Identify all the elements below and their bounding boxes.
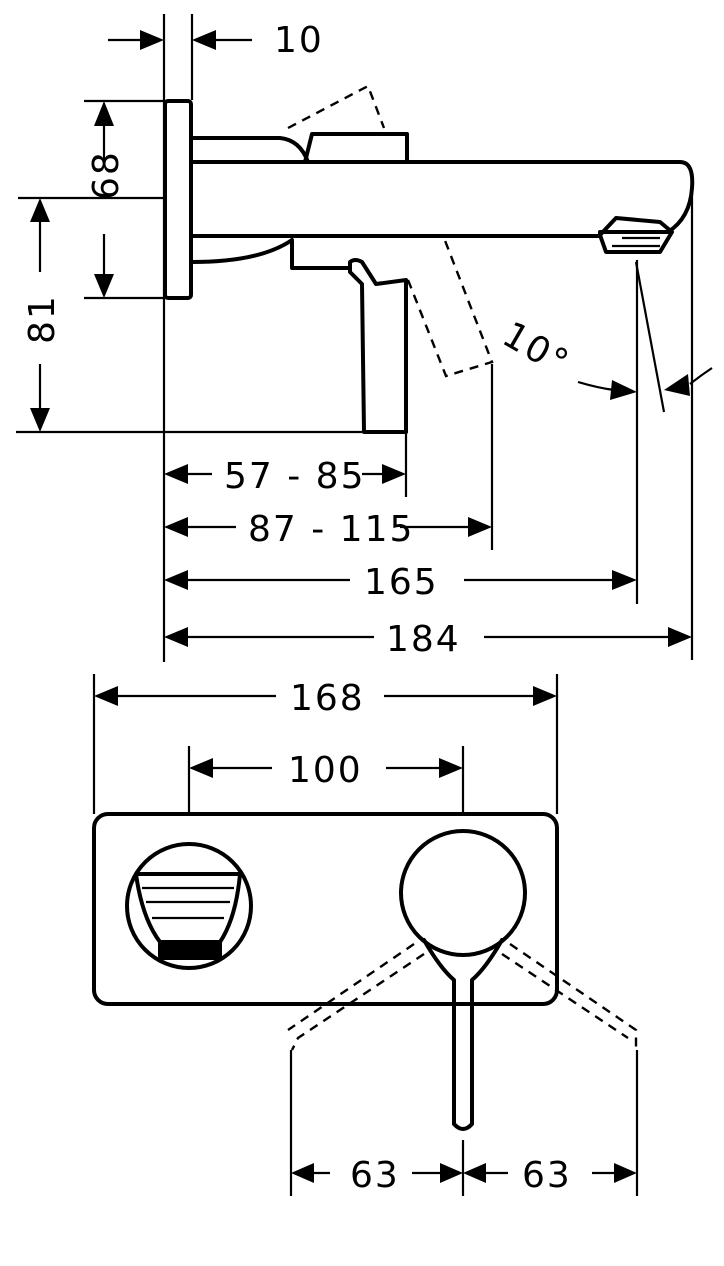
- lever-handle: [348, 258, 408, 434]
- dim-spout-outlet-label: 165: [364, 562, 439, 603]
- wall-plate: [163, 99, 193, 300]
- aerator: [598, 216, 674, 254]
- lever-rotated-up: [287, 84, 386, 130]
- lever-rotated-down: [406, 237, 494, 378]
- dim-plate-thickness-label: 10: [274, 20, 324, 61]
- dim-plate-thickness: 10: [108, 20, 324, 61]
- dim-lever-right: 63: [463, 1155, 637, 1196]
- dim-lever-reach: 57 - 85: [164, 456, 406, 497]
- dim-plate-height: 68: [86, 101, 127, 298]
- dim-plate-height-label: 68: [86, 150, 127, 200]
- lever-knob: [399, 829, 527, 957]
- front-lever-handle: [422, 938, 504, 1131]
- dim-lever-reach-label: 57 - 85: [224, 456, 366, 497]
- side-view: 10 68 81 10°: [16, 14, 713, 662]
- dim-spout-total: 184: [164, 619, 692, 660]
- dim-lever-left: 63: [291, 1155, 463, 1196]
- dim-spout-height: 81: [22, 198, 63, 432]
- lever-cap: [303, 132, 409, 164]
- spout: [190, 160, 695, 238]
- dim-spout-height-label: 81: [22, 294, 63, 344]
- dim-center-distance-label: 100: [288, 750, 363, 791]
- spout-outlet: [134, 872, 242, 944]
- ref-line-angle: [634, 261, 666, 413]
- front-lever-rotated-left: [287, 943, 425, 1051]
- dim-center-distance: 100: [189, 750, 463, 791]
- dim-lever-reach-open: 87 - 115: [164, 509, 492, 550]
- dim-lever-left-label: 63: [350, 1155, 400, 1196]
- dim-lever-reach-open-label: 87 - 115: [248, 509, 414, 550]
- upper-body: [190, 136, 310, 164]
- dim-spout-angle-label: 10°: [496, 314, 577, 384]
- dim-plate-width: 168: [94, 678, 557, 719]
- dim-spout-outlet: 165: [164, 562, 637, 603]
- front-view: 168 100: [92, 674, 639, 1196]
- dim-lever-right-label: 63: [522, 1155, 572, 1196]
- aerator-mesh: [158, 940, 222, 960]
- dim-spout-angle: 10°: [496, 314, 713, 400]
- spout-outlet-ring: [125, 842, 253, 970]
- dim-plate-width-label: 168: [290, 678, 365, 719]
- lower-body: [190, 238, 352, 270]
- dim-spout-total-label: 184: [386, 619, 461, 660]
- front-wall-plate: [92, 812, 559, 1006]
- front-lever-rotated-right: [501, 943, 638, 1050]
